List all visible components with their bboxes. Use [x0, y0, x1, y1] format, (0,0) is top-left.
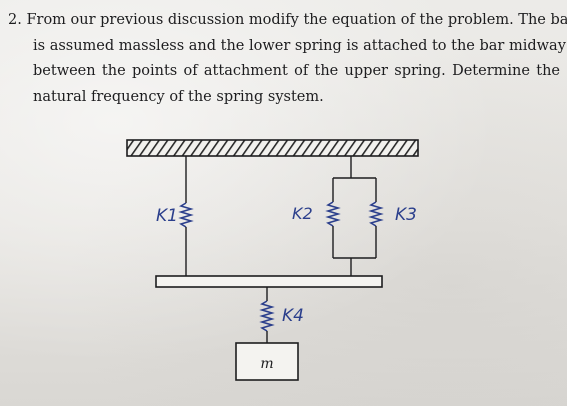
- problem-line-4: natural frequency of the spring system.: [33, 88, 324, 105]
- problem-line-2: is assumed massless and the lower spring…: [33, 37, 566, 54]
- spring-k4: [259, 287, 275, 343]
- spring-k2: [325, 156, 376, 276]
- mass-block: [235, 342, 299, 381]
- spring-k3: [368, 178, 384, 258]
- ceiling-hatching: [126, 139, 419, 157]
- spring-k1: [178, 156, 194, 276]
- problem-statement: 2. From our previous discussion modify t…: [8, 8, 567, 110]
- spring-label-k2: K2: [292, 204, 313, 223]
- spring-label-k3: K3: [395, 205, 417, 225]
- problem-line-3: between the points of attachment of the …: [33, 63, 560, 79]
- mass-label: m: [260, 356, 273, 372]
- massless-bar: [155, 275, 383, 288]
- problem-number: 2.: [8, 12, 22, 28]
- problem-text-line: From our previous discussion modify the …: [26, 12, 567, 28]
- fixed-ceiling: [126, 139, 419, 157]
- problem-line-1: 2. From our previous discussion modify t…: [8, 8, 567, 34]
- spring-label-k1: K1: [156, 206, 178, 226]
- spring-label-k4: K4: [282, 306, 304, 326]
